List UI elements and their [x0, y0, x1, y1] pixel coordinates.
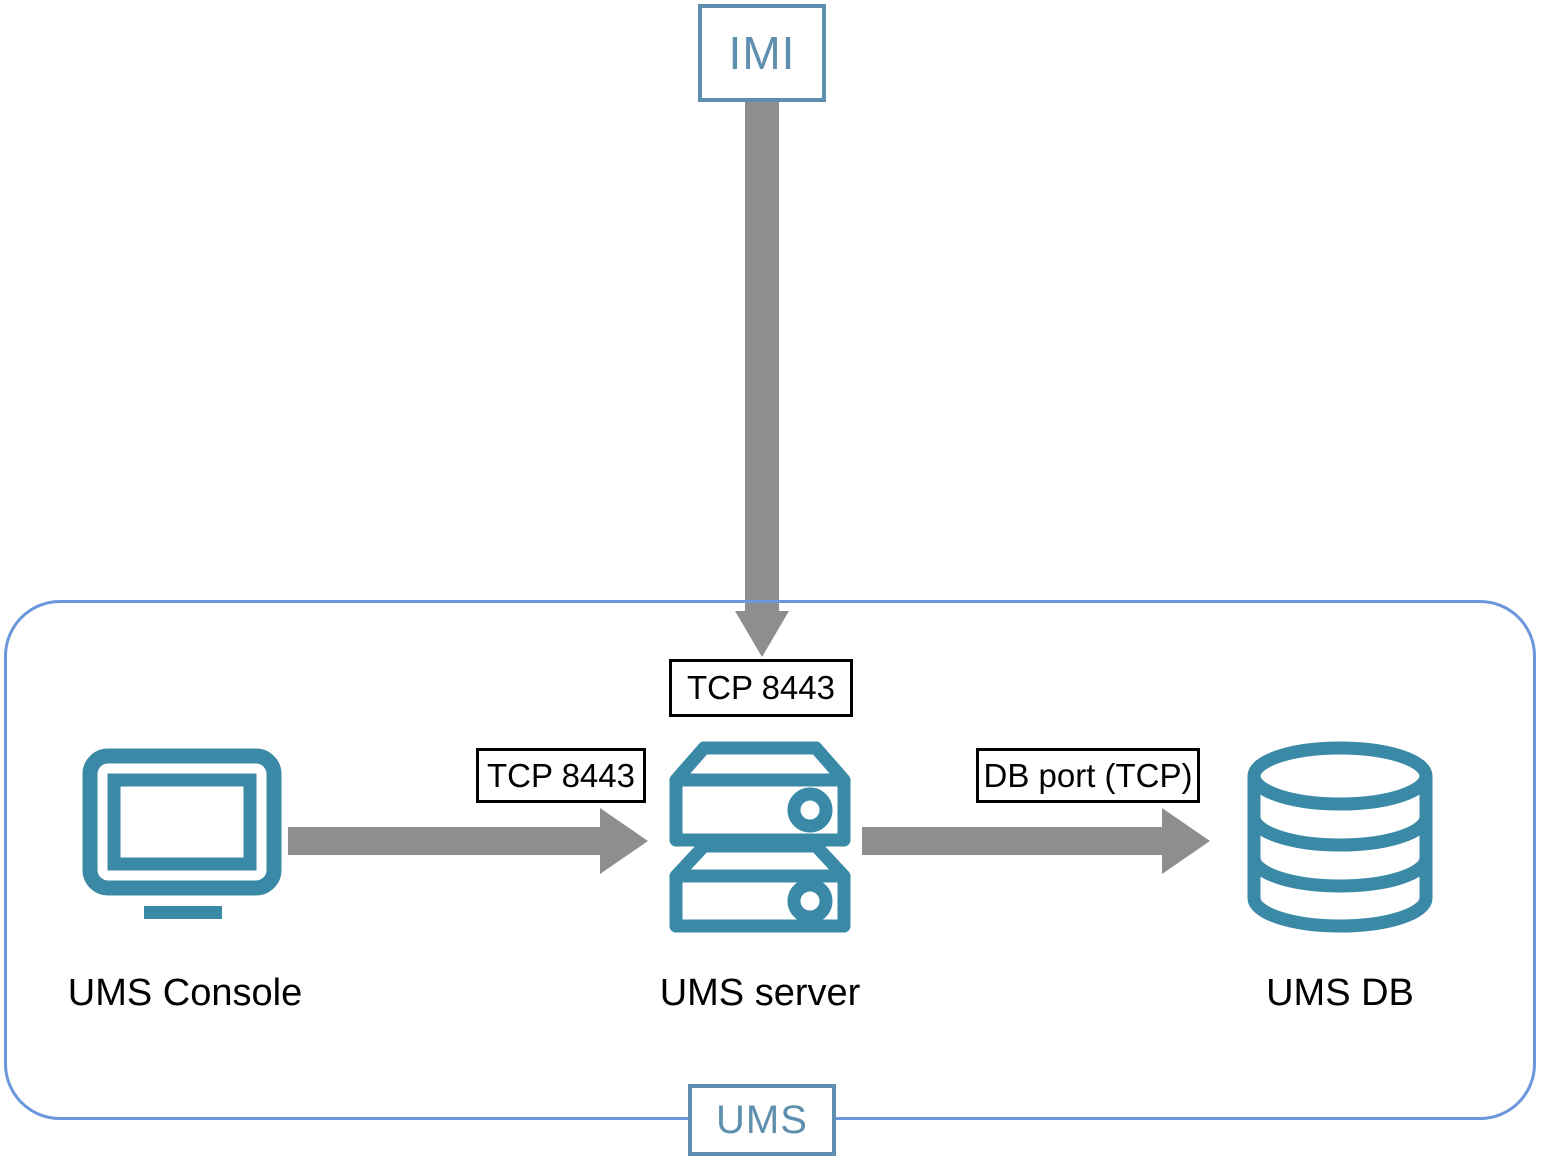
database-icon [1242, 740, 1438, 934]
node-caption-ums-console: UMS Console [67, 972, 303, 1014]
arrow-shaft [862, 827, 1165, 855]
arrow-head-icon [600, 808, 648, 874]
arrow-shaft [288, 827, 603, 855]
ums-badge: UMS [688, 1084, 836, 1156]
port-label-server-to-db: DB port (TCP) [976, 748, 1200, 803]
node-caption-ums-server: UMS server [659, 972, 861, 1014]
imi-badge: IMI [698, 4, 826, 102]
server-icon [662, 736, 858, 936]
arrow-shaft [745, 102, 779, 615]
port-label-console-to-server: TCP 8443 [476, 748, 646, 803]
arrow-server-to-db [862, 808, 1210, 874]
arrow-head-icon [1162, 808, 1210, 874]
node-caption-ums-db: UMS DB [1266, 972, 1414, 1014]
port-label-imi-to-server: TCP 8443 [669, 659, 853, 717]
arrow-head-icon [735, 611, 789, 657]
arrow-console-to-server [288, 808, 648, 874]
monitor-icon [82, 748, 282, 928]
